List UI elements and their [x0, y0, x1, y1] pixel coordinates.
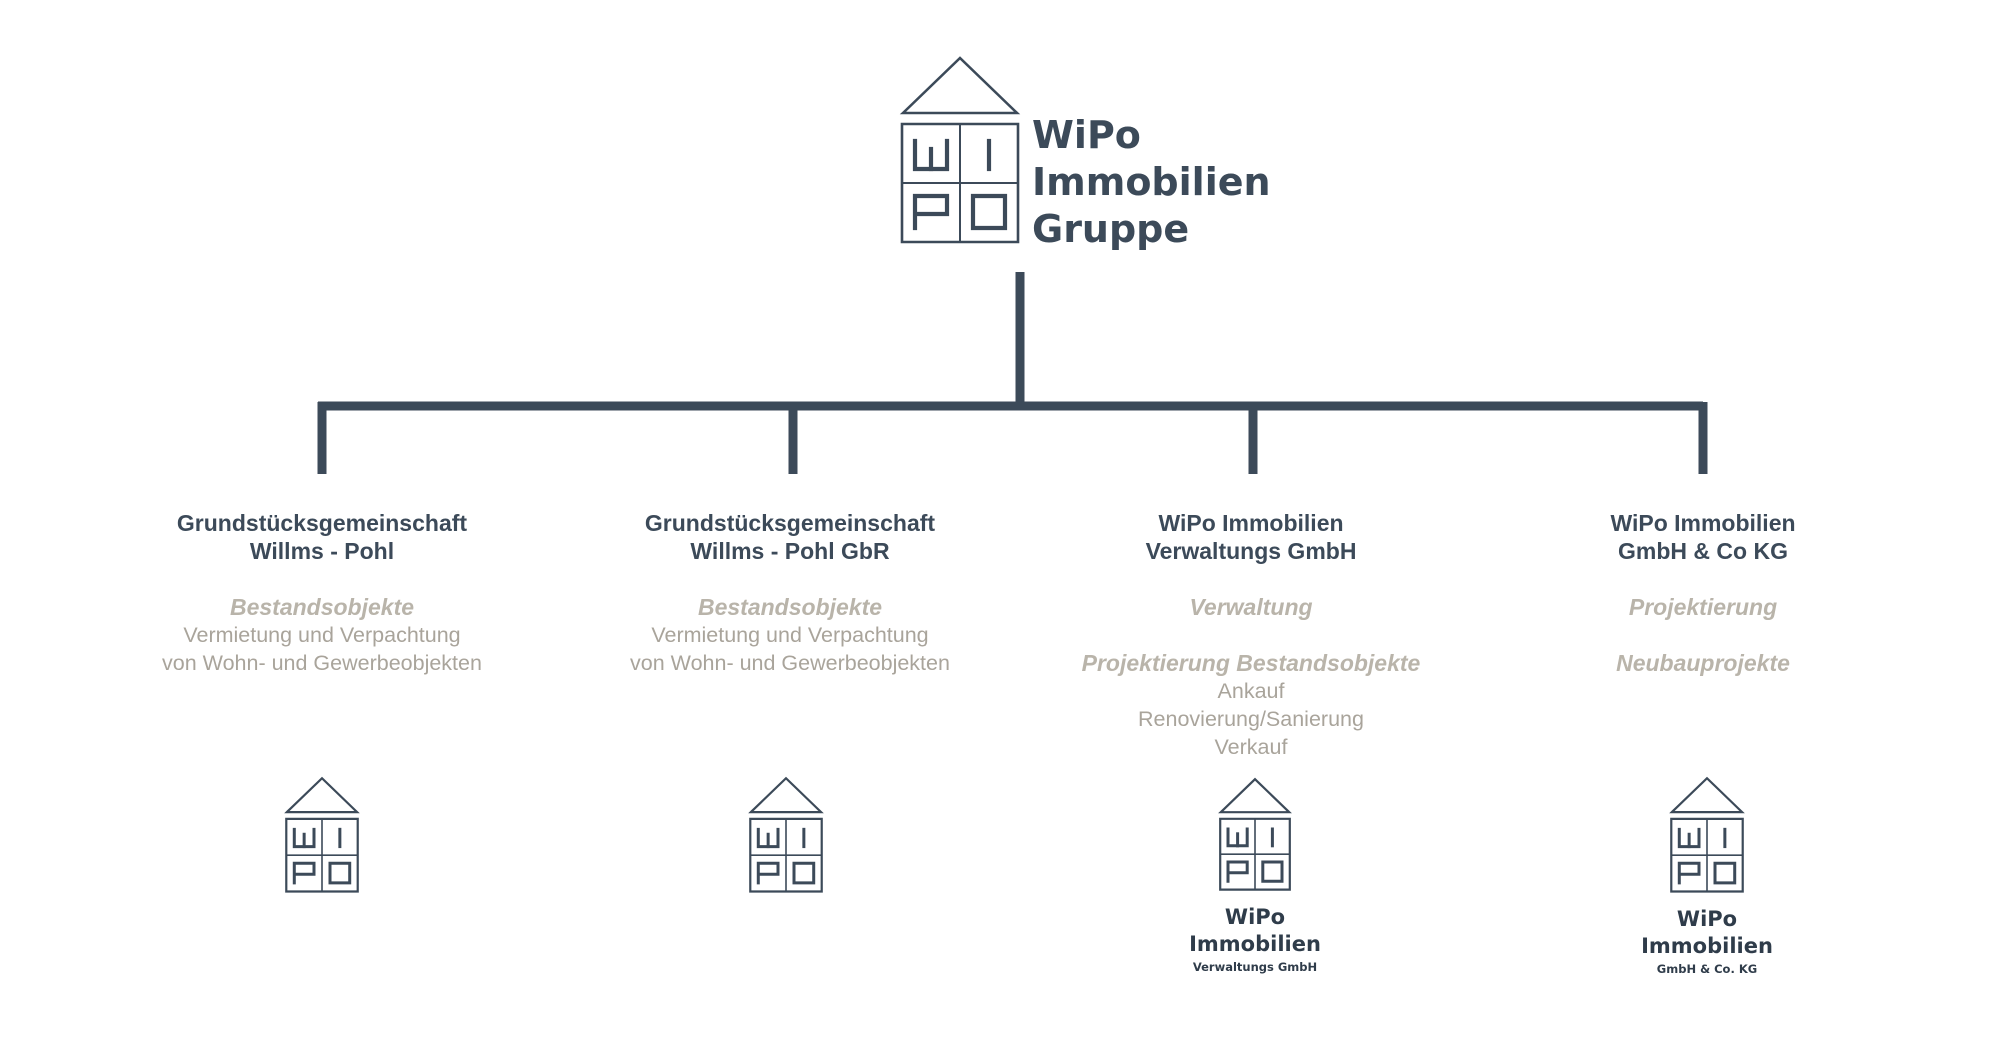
company-name-line: GmbH & Co KG [1618, 538, 1788, 564]
company-name: WiPo Immobilien GmbH & Co KG [1493, 509, 1913, 565]
logo-label-line: Immobilien [1189, 932, 1321, 956]
activity-heading: Bestandsobjekte [229, 594, 415, 620]
logo-label-line: WiPo [1224, 905, 1286, 929]
company-name: Grundstücksgemeinschaft Willms - Pohl [112, 509, 532, 565]
logo-label-gmbh-co-kg: WiPo Immobilien GmbH & Co. KG [1587, 906, 1827, 978]
company-name-line: Grundstücksgemeinschaft [176, 510, 468, 536]
logo-label-line: Verwaltungs GmbH [1192, 960, 1318, 974]
company-logo-house-icon [748, 777, 824, 894]
company-name: WiPo Immobilien Verwaltungs GmbH [1041, 509, 1461, 565]
company-name-line: Willms - Pohl GbR [690, 538, 890, 564]
activity-line: von Wohn- und Gewerbeobjekten [162, 651, 482, 675]
company-logo-house-icon [1669, 777, 1745, 894]
company-logo-house-icon [284, 777, 360, 894]
activity-line: Verkauf [1214, 735, 1288, 759]
logo-label-line: WiPo [1676, 907, 1738, 931]
activity-line: Vermietung und Verpachtung [183, 623, 461, 647]
activity-line: von Wohn- und Gewerbeobjekten [630, 651, 950, 675]
activity-heading: Verwaltung [1189, 594, 1313, 620]
company-logo-house-icon [1218, 778, 1292, 892]
company-name-line: WiPo Immobilien [1610, 510, 1796, 536]
company-name-line: Grundstücksgemeinschaft [644, 510, 936, 536]
activity-line: Vermietung und Verpachtung [651, 623, 929, 647]
company-card-verwaltungs-gmbh: WiPo Immobilien Verwaltungs GmbH Verwalt… [1041, 509, 1461, 761]
company-card-gmbh-co-kg: WiPo Immobilien GmbH & Co KG Projektieru… [1493, 509, 1913, 677]
company-name: Grundstücksgemeinschaft Willms - Pohl Gb… [580, 509, 1000, 565]
company-name-line: Verwaltungs GmbH [1145, 538, 1357, 564]
activity-heading: Bestandsobjekte [697, 594, 883, 620]
logo-label-verwaltungs: WiPo Immobilien Verwaltungs GmbH [1135, 904, 1375, 976]
activity-line: Ankauf [1217, 679, 1285, 703]
activity-heading: Projektierung Bestandsobjekte [1081, 650, 1421, 676]
activity-heading: Neubauprojekte [1616, 650, 1790, 676]
main-logo-house-icon [898, 56, 1022, 246]
activity-heading: Projektierung [1628, 594, 1778, 620]
logo-label-line: Immobilien [1641, 934, 1773, 958]
activity-line: Renovierung/Sanierung [1138, 707, 1364, 731]
group-title: WiPo Immobilien Gruppe [1032, 112, 1271, 253]
company-name-line: Willms - Pohl [249, 538, 395, 564]
company-card-grundstuecksgemeinschaft: Grundstücksgemeinschaft Willms - Pohl Be… [112, 509, 532, 677]
company-name-line: WiPo Immobilien [1158, 510, 1344, 536]
group-title-line: Immobilien [1032, 160, 1271, 204]
group-title-line: WiPo [1032, 113, 1141, 157]
group-title-line: Gruppe [1032, 207, 1190, 251]
company-card-grundstuecksgemeinschaft-gbr: Grundstücksgemeinschaft Willms - Pohl Gb… [580, 509, 1000, 677]
logo-label-line: GmbH & Co. KG [1656, 962, 1758, 976]
